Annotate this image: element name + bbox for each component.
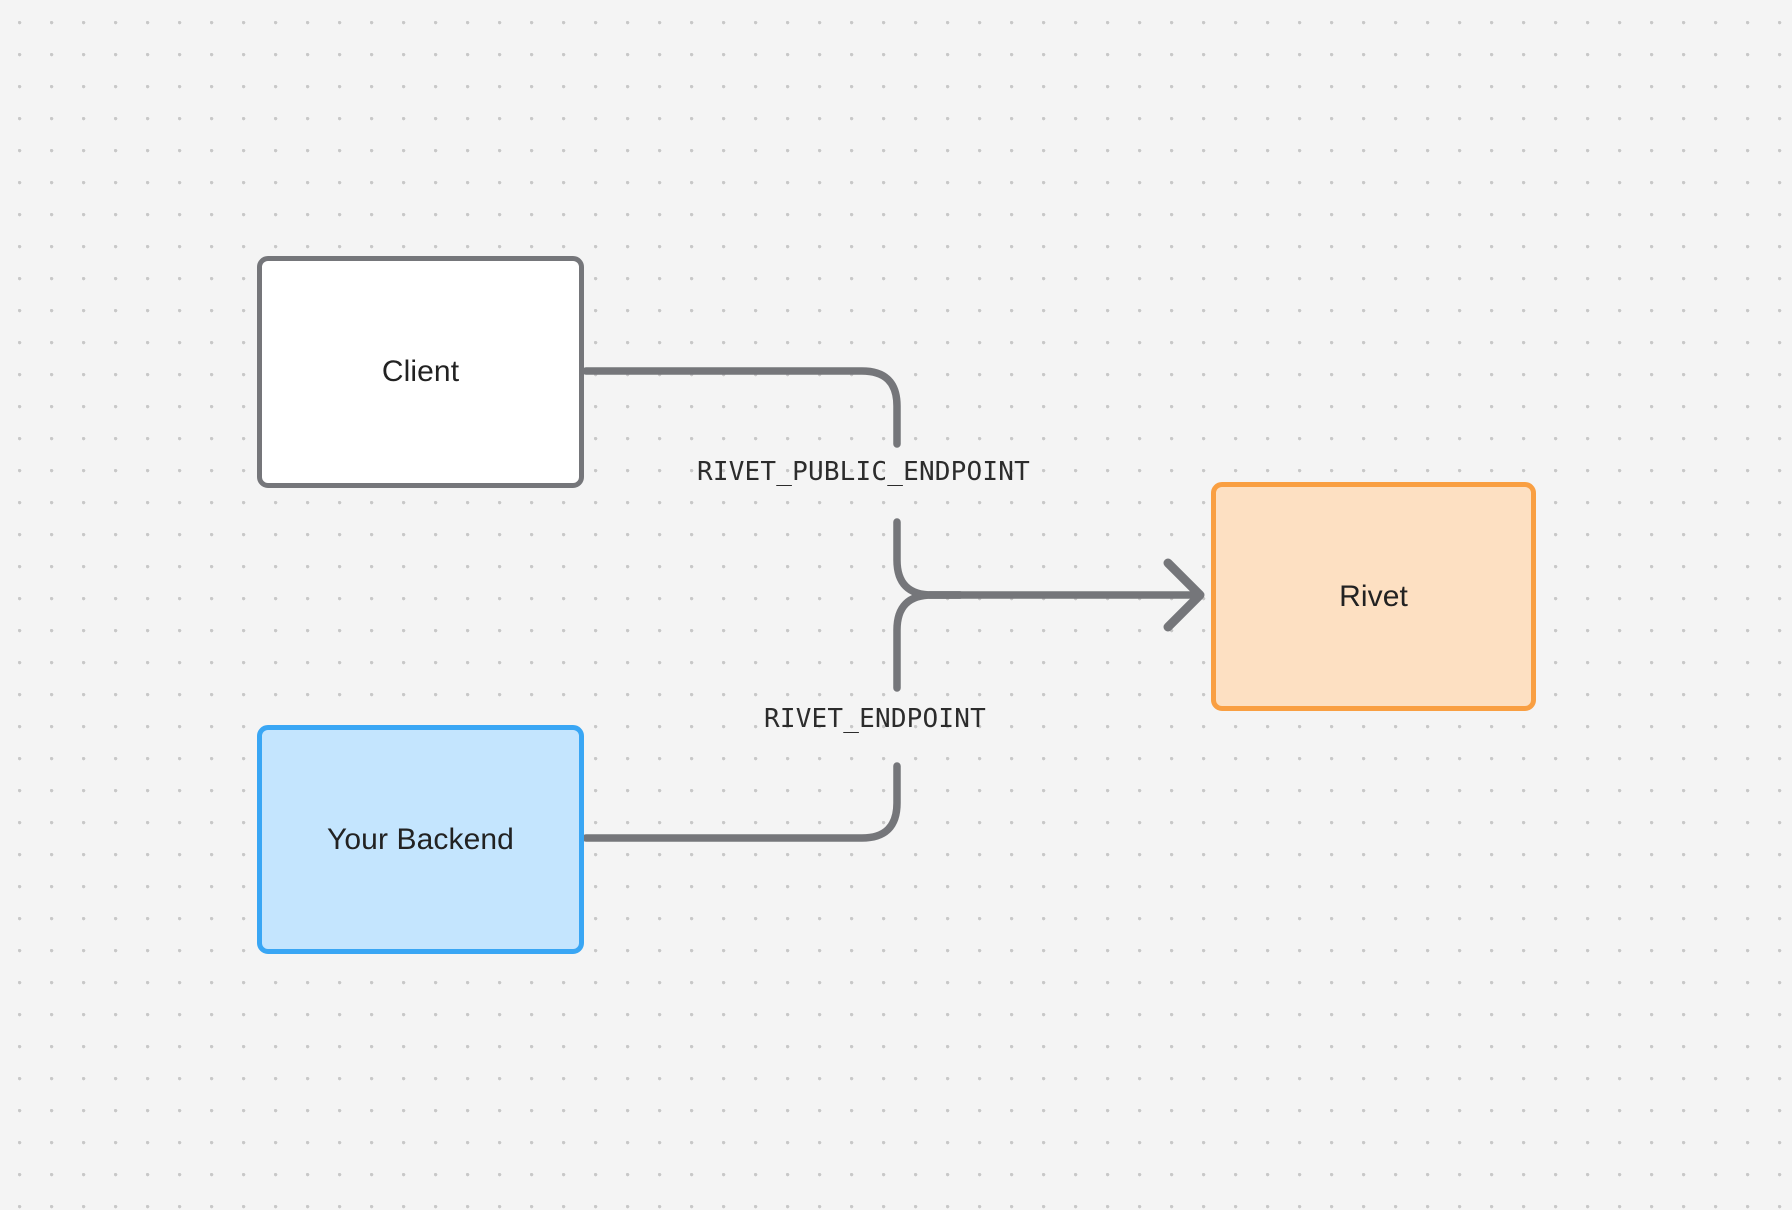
node-backend[interactable]: Your Backend <box>257 725 584 954</box>
arrowhead-icon <box>1163 558 1205 632</box>
edge-label-rivet-public-endpoint: RIVET_PUBLIC_ENDPOINT <box>697 457 1030 487</box>
edge-client-segment-bottom <box>893 518 964 599</box>
node-rivet-label: Rivet <box>1339 579 1408 613</box>
edge-backend-segment-top <box>893 591 964 692</box>
edge-backend-segment-bottom <box>582 762 901 842</box>
edge-label-rivet-endpoint: RIVET_ENDPOINT <box>764 704 986 734</box>
edge-client-segment-top <box>582 367 901 448</box>
node-client-label: Client <box>381 355 460 388</box>
node-rivet[interactable]: Rivet <box>1211 482 1536 711</box>
node-client[interactable]: Client <box>257 256 584 488</box>
node-backend-label: Your Backend <box>327 822 514 856</box>
